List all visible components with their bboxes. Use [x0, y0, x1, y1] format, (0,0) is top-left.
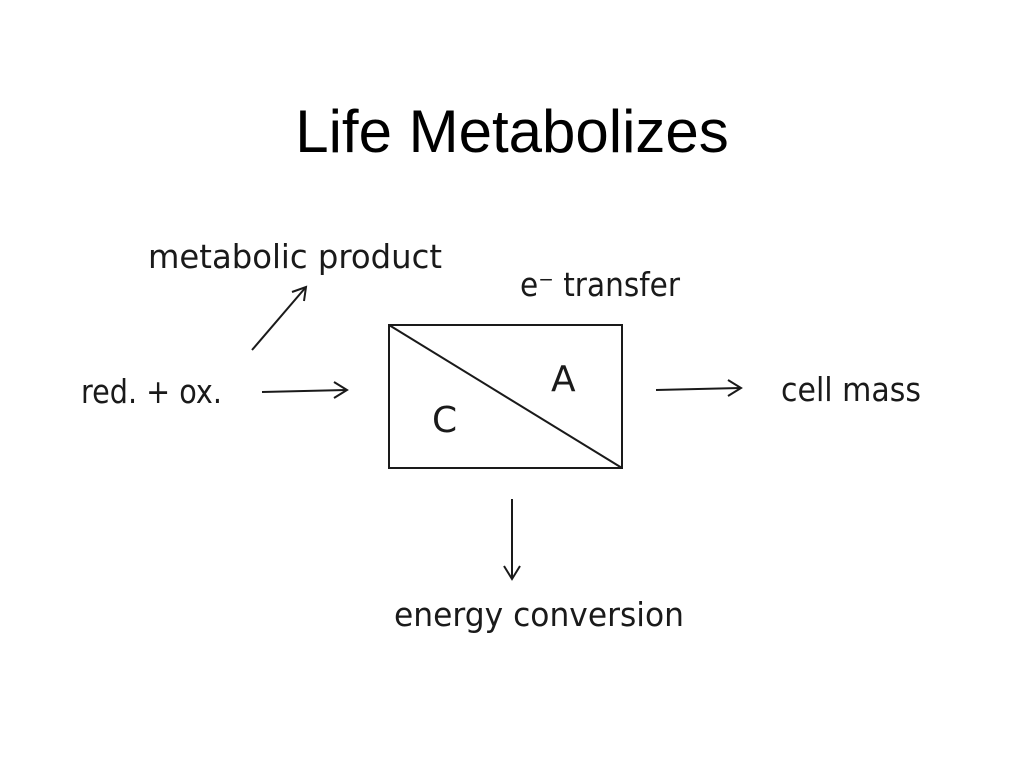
label-metabolic-product: metabolic product: [148, 237, 442, 276]
label-cell-mass: cell mass: [781, 370, 921, 409]
arrow-to-metabolic-product: [251, 285, 308, 351]
box-label-a: A: [551, 359, 576, 400]
metabolism-box: A C: [388, 324, 623, 469]
box-diagonal: [388, 324, 623, 469]
label-energy-conversion: energy conversion: [394, 595, 684, 634]
arrow-input-to-box: [261, 381, 349, 399]
arrow-box-to-cell-mass: [655, 379, 743, 397]
arrow-box-to-energy-conversion: [503, 499, 521, 581]
label-electron-transfer: e⁻ transfer: [520, 265, 680, 304]
slide-title: Life Metabolizes: [295, 98, 729, 165]
box-label-c: C: [432, 400, 457, 441]
label-reductant-oxidant: red. + ox.: [81, 372, 222, 411]
